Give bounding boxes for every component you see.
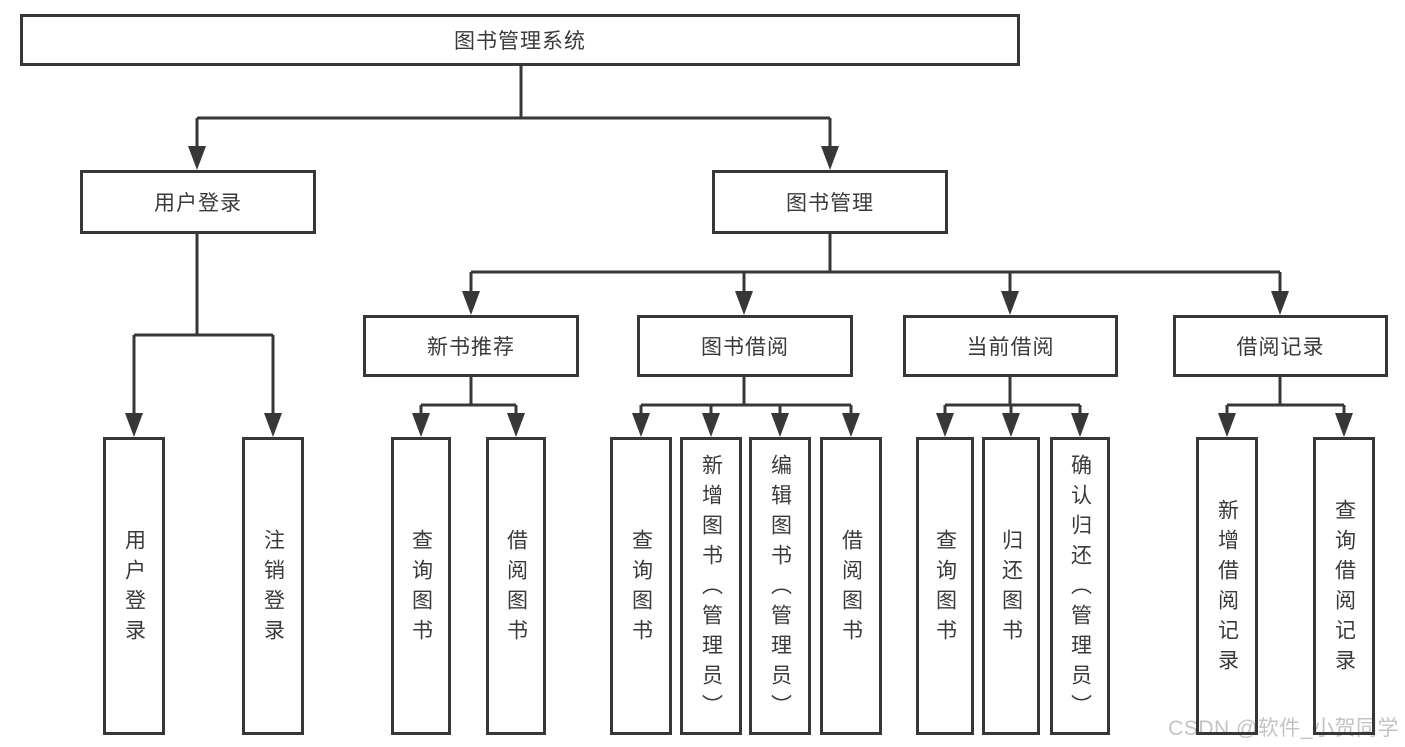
leaf-borrow-books-2: 借阅图书 (820, 437, 882, 735)
connector-records-branch (1227, 377, 1344, 407)
leaf-return-books: 归还图书 (982, 437, 1040, 735)
node-root-system: 图书管理系统 (20, 14, 1020, 66)
node-book-borrow: 图书借阅 (637, 315, 853, 377)
connector-login-branch (134, 234, 273, 337)
leaf-edit-books-admin: 编辑图书（管理员） (749, 437, 811, 735)
node-new-book-recommend: 新书推荐 (363, 315, 579, 377)
leaf-confirm-return-admin: 确认归还（管理员） (1050, 437, 1110, 735)
node-current-borrow: 当前借阅 (903, 315, 1118, 377)
node-borrow-records: 借阅记录 (1173, 315, 1388, 377)
leaf-query-books-2: 查询图书 (610, 437, 672, 735)
leaf-add-books-admin: 新增图书（管理员） (680, 437, 742, 735)
connector-newbooks-branch (421, 377, 516, 407)
connector-root-branch (197, 66, 830, 120)
node-user-login: 用户登录 (80, 170, 316, 234)
leaf-add-borrow-record: 新增借阅记录 (1196, 437, 1258, 735)
node-book-management: 图书管理 (712, 170, 948, 234)
leaf-logout: 注销登录 (242, 437, 304, 735)
connector-borrow-branch (641, 377, 851, 407)
leaf-query-books-1: 查询图书 (391, 437, 451, 735)
leaf-user-login: 用户登录 (103, 437, 165, 735)
leaf-borrow-books-1: 借阅图书 (486, 437, 546, 735)
leaf-query-books-3: 查询图书 (916, 437, 974, 735)
connector-management-branch (471, 234, 1280, 274)
leaf-query-borrow-record: 查询借阅记录 (1313, 437, 1375, 735)
connector-current-branch (945, 377, 1080, 407)
